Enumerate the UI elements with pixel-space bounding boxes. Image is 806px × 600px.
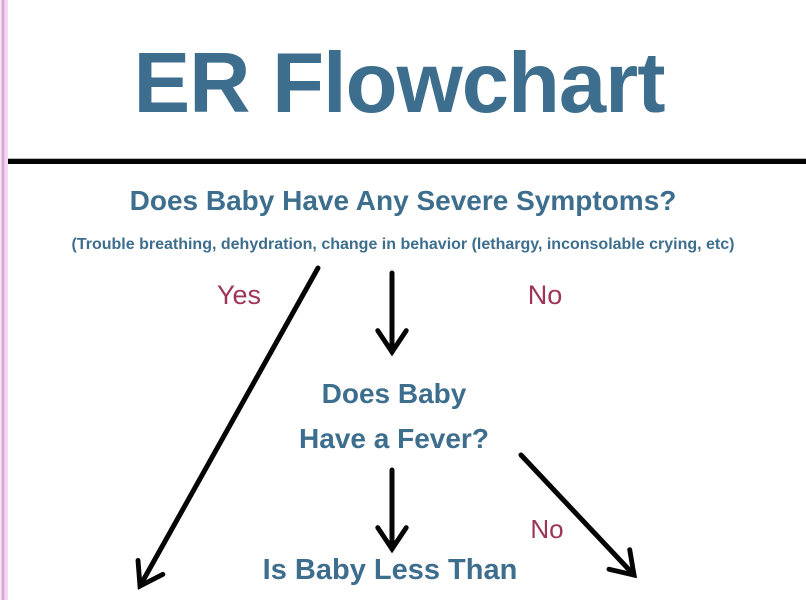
- edge-label-severe-yes: Yes: [216, 280, 262, 310]
- edge-label-fever-no: No: [530, 514, 564, 544]
- node-fever-question: Does Baby Have a Fever?: [0, 371, 788, 461]
- page-title: ER Flowchart: [133, 36, 665, 131]
- node-age-question: Is Baby Less Than: [262, 554, 518, 586]
- node-severe-symptoms-detail: (Trouble breathing, dehydration, change …: [71, 236, 735, 253]
- edge-label-severe-no: No: [527, 280, 563, 310]
- title-divider: [0, 158, 806, 164]
- node-severe-symptoms-question: Does Baby Have Any Severe Symptoms?: [129, 185, 677, 216]
- node-fever-question-line2: Have a Fever?: [299, 423, 489, 454]
- node-fever-question-line1: Does Baby: [321, 378, 467, 409]
- page-left-border: [0, 0, 8, 600]
